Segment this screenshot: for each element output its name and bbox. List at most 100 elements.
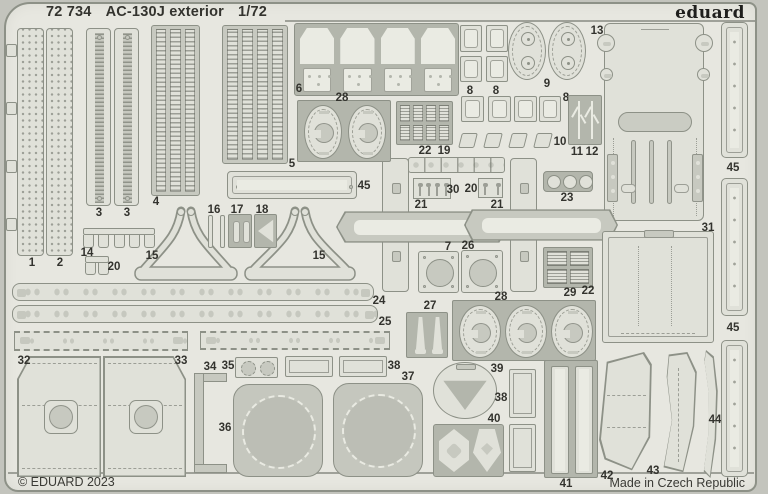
pe-part-35 bbox=[235, 357, 278, 378]
pe-part-16 bbox=[208, 215, 226, 248]
inner-frame bbox=[464, 29, 478, 48]
pe-part-25 bbox=[12, 305, 378, 323]
nacelle-top bbox=[380, 28, 415, 64]
rivet-dot bbox=[437, 83, 441, 86]
part-number-42: 42 bbox=[600, 470, 614, 482]
pe-part-32 bbox=[17, 356, 101, 477]
part-number-15: 15 bbox=[145, 250, 159, 262]
antenna-mast bbox=[578, 101, 580, 139]
tab bbox=[113, 235, 125, 248]
rivet-dot bbox=[358, 75, 362, 78]
core bbox=[730, 188, 739, 306]
part-number-24: 24 bbox=[372, 295, 386, 307]
pe-part-45 bbox=[721, 178, 748, 316]
rivet-line bbox=[638, 246, 640, 326]
rivet-dot bbox=[428, 75, 432, 78]
part-number-3: 3 bbox=[95, 207, 103, 219]
ladder-column bbox=[257, 29, 268, 160]
part-number-36: 36 bbox=[218, 422, 232, 434]
bar bbox=[220, 215, 225, 248]
fan-wedge bbox=[443, 380, 487, 411]
intake-cover bbox=[505, 305, 547, 358]
pe-part-6 bbox=[294, 23, 459, 96]
disc-ring bbox=[242, 394, 316, 469]
vent-cell bbox=[439, 124, 449, 141]
hub-notch bbox=[313, 130, 321, 138]
rivet-dot bbox=[328, 75, 332, 78]
origin-text: Made in Czech Republic bbox=[609, 476, 746, 490]
pe-part-40 bbox=[433, 424, 504, 477]
ladder-column bbox=[184, 29, 195, 192]
dot bbox=[696, 161, 700, 165]
pe-part-34 bbox=[194, 373, 227, 473]
spar-hole bbox=[391, 251, 401, 262]
intake-cover bbox=[551, 305, 593, 358]
ladder-column bbox=[227, 29, 238, 160]
inner-frame bbox=[726, 345, 743, 472]
pe-part-38 bbox=[509, 369, 536, 472]
pin-head bbox=[443, 183, 449, 187]
part-number-45: 45 bbox=[726, 322, 740, 334]
pin-head bbox=[482, 183, 488, 187]
notch bbox=[641, 24, 669, 30]
bracket-side bbox=[194, 373, 204, 473]
tab bbox=[85, 263, 96, 275]
pe-part-45 bbox=[227, 171, 357, 199]
screw-dot bbox=[125, 35, 130, 40]
pe-part-3 bbox=[86, 28, 111, 206]
part-number-38: 38 bbox=[494, 392, 508, 404]
blade-slot bbox=[481, 217, 601, 233]
hinge-circle bbox=[695, 34, 713, 52]
part-number-45: 45 bbox=[357, 180, 371, 192]
tab bbox=[319, 152, 329, 155]
tab bbox=[476, 311, 486, 314]
pe-part-21 bbox=[464, 158, 624, 292]
pin-head bbox=[426, 183, 432, 187]
rivet-dot bbox=[398, 75, 402, 78]
part-number-5: 5 bbox=[288, 158, 296, 170]
end-hole bbox=[173, 337, 183, 344]
ladder-column bbox=[156, 29, 167, 192]
antenna-mast bbox=[591, 101, 593, 139]
pe-part-22 bbox=[396, 101, 453, 145]
pe-part-v-strip45 bbox=[721, 340, 748, 477]
hub bbox=[562, 322, 583, 343]
tab bbox=[128, 235, 140, 248]
core bbox=[237, 180, 347, 190]
blade-slot bbox=[353, 219, 491, 235]
vent-cell bbox=[547, 251, 567, 266]
seam-line bbox=[107, 467, 182, 469]
screw-dot bbox=[97, 35, 102, 40]
blade-root bbox=[432, 349, 443, 354]
fan-shape bbox=[258, 219, 274, 243]
pe-part-10 bbox=[458, 131, 556, 151]
seam-line bbox=[21, 467, 97, 469]
wheel-cover bbox=[439, 429, 469, 472]
inner-frame bbox=[518, 100, 533, 118]
dial-circle bbox=[561, 56, 575, 70]
hub-notch bbox=[470, 329, 478, 338]
strut bbox=[575, 366, 593, 474]
part-number-21: 21 bbox=[414, 199, 428, 211]
pin-stem bbox=[497, 187, 499, 195]
wheel-cover bbox=[473, 429, 501, 472]
part-number-34: 34 bbox=[203, 361, 217, 373]
blade-face bbox=[601, 354, 650, 469]
nacelle-top bbox=[420, 28, 455, 64]
part-number-21: 21 bbox=[490, 199, 504, 211]
part-number-40: 40 bbox=[487, 413, 501, 425]
part-number-17: 17 bbox=[230, 204, 244, 216]
pe-part-33 bbox=[103, 356, 186, 477]
vent-plate bbox=[285, 356, 333, 377]
pe-part-9 bbox=[548, 22, 586, 80]
pe-part-15 bbox=[243, 206, 357, 283]
grommet bbox=[579, 175, 593, 189]
nacelle-base bbox=[423, 68, 452, 92]
rivet-dot bbox=[438, 75, 442, 78]
clip bbox=[483, 133, 503, 148]
inner-frame bbox=[726, 27, 743, 153]
port-circle bbox=[469, 258, 497, 287]
part-number-10: 10 bbox=[553, 136, 567, 148]
dot bbox=[611, 161, 615, 165]
seam-line bbox=[21, 362, 97, 364]
